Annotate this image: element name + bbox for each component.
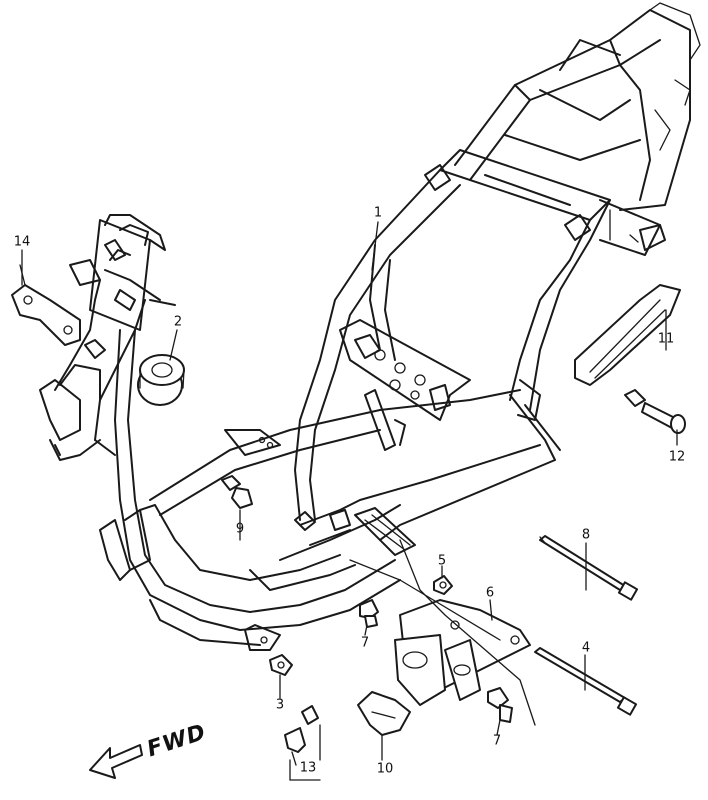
part-4-bolt bbox=[534, 647, 638, 716]
part-7-bushing-b bbox=[487, 687, 513, 723]
callout-4: 4 bbox=[581, 640, 591, 656]
callout-7a: 7 bbox=[360, 635, 370, 651]
part-9-nut bbox=[221, 475, 253, 509]
part-12-bolt bbox=[624, 389, 686, 434]
part-2-bearing bbox=[137, 354, 185, 406]
callout-9: 9 bbox=[235, 521, 245, 537]
part-14-bracket bbox=[11, 264, 81, 346]
callout-5: 5 bbox=[437, 553, 447, 569]
part-11-cover bbox=[574, 284, 681, 386]
callout-11: 11 bbox=[657, 331, 675, 347]
callout-3: 3 bbox=[275, 697, 285, 713]
callout-13: 13 bbox=[299, 760, 317, 776]
part-5-nut bbox=[433, 575, 453, 595]
part-10-clip bbox=[357, 691, 411, 736]
callout-10: 10 bbox=[376, 761, 394, 777]
callout-6: 6 bbox=[485, 585, 495, 601]
callout-12: 12 bbox=[668, 449, 686, 465]
callout-14: 14 bbox=[13, 234, 31, 250]
fwd-arrow bbox=[89, 744, 143, 779]
callout-8: 8 bbox=[581, 527, 591, 543]
part-6-mount bbox=[349, 539, 536, 726]
callout-1: 1 bbox=[373, 205, 383, 221]
part-3-clamp bbox=[269, 654, 293, 676]
part-7-bushing-a bbox=[359, 599, 379, 628]
leader-lines bbox=[21, 221, 678, 781]
part-8-bolt bbox=[539, 535, 639, 601]
callout-7b: 7 bbox=[492, 733, 502, 749]
main-frame bbox=[39, 2, 701, 651]
callout-2: 2 bbox=[173, 314, 183, 330]
part-13-grommet bbox=[284, 705, 319, 766]
